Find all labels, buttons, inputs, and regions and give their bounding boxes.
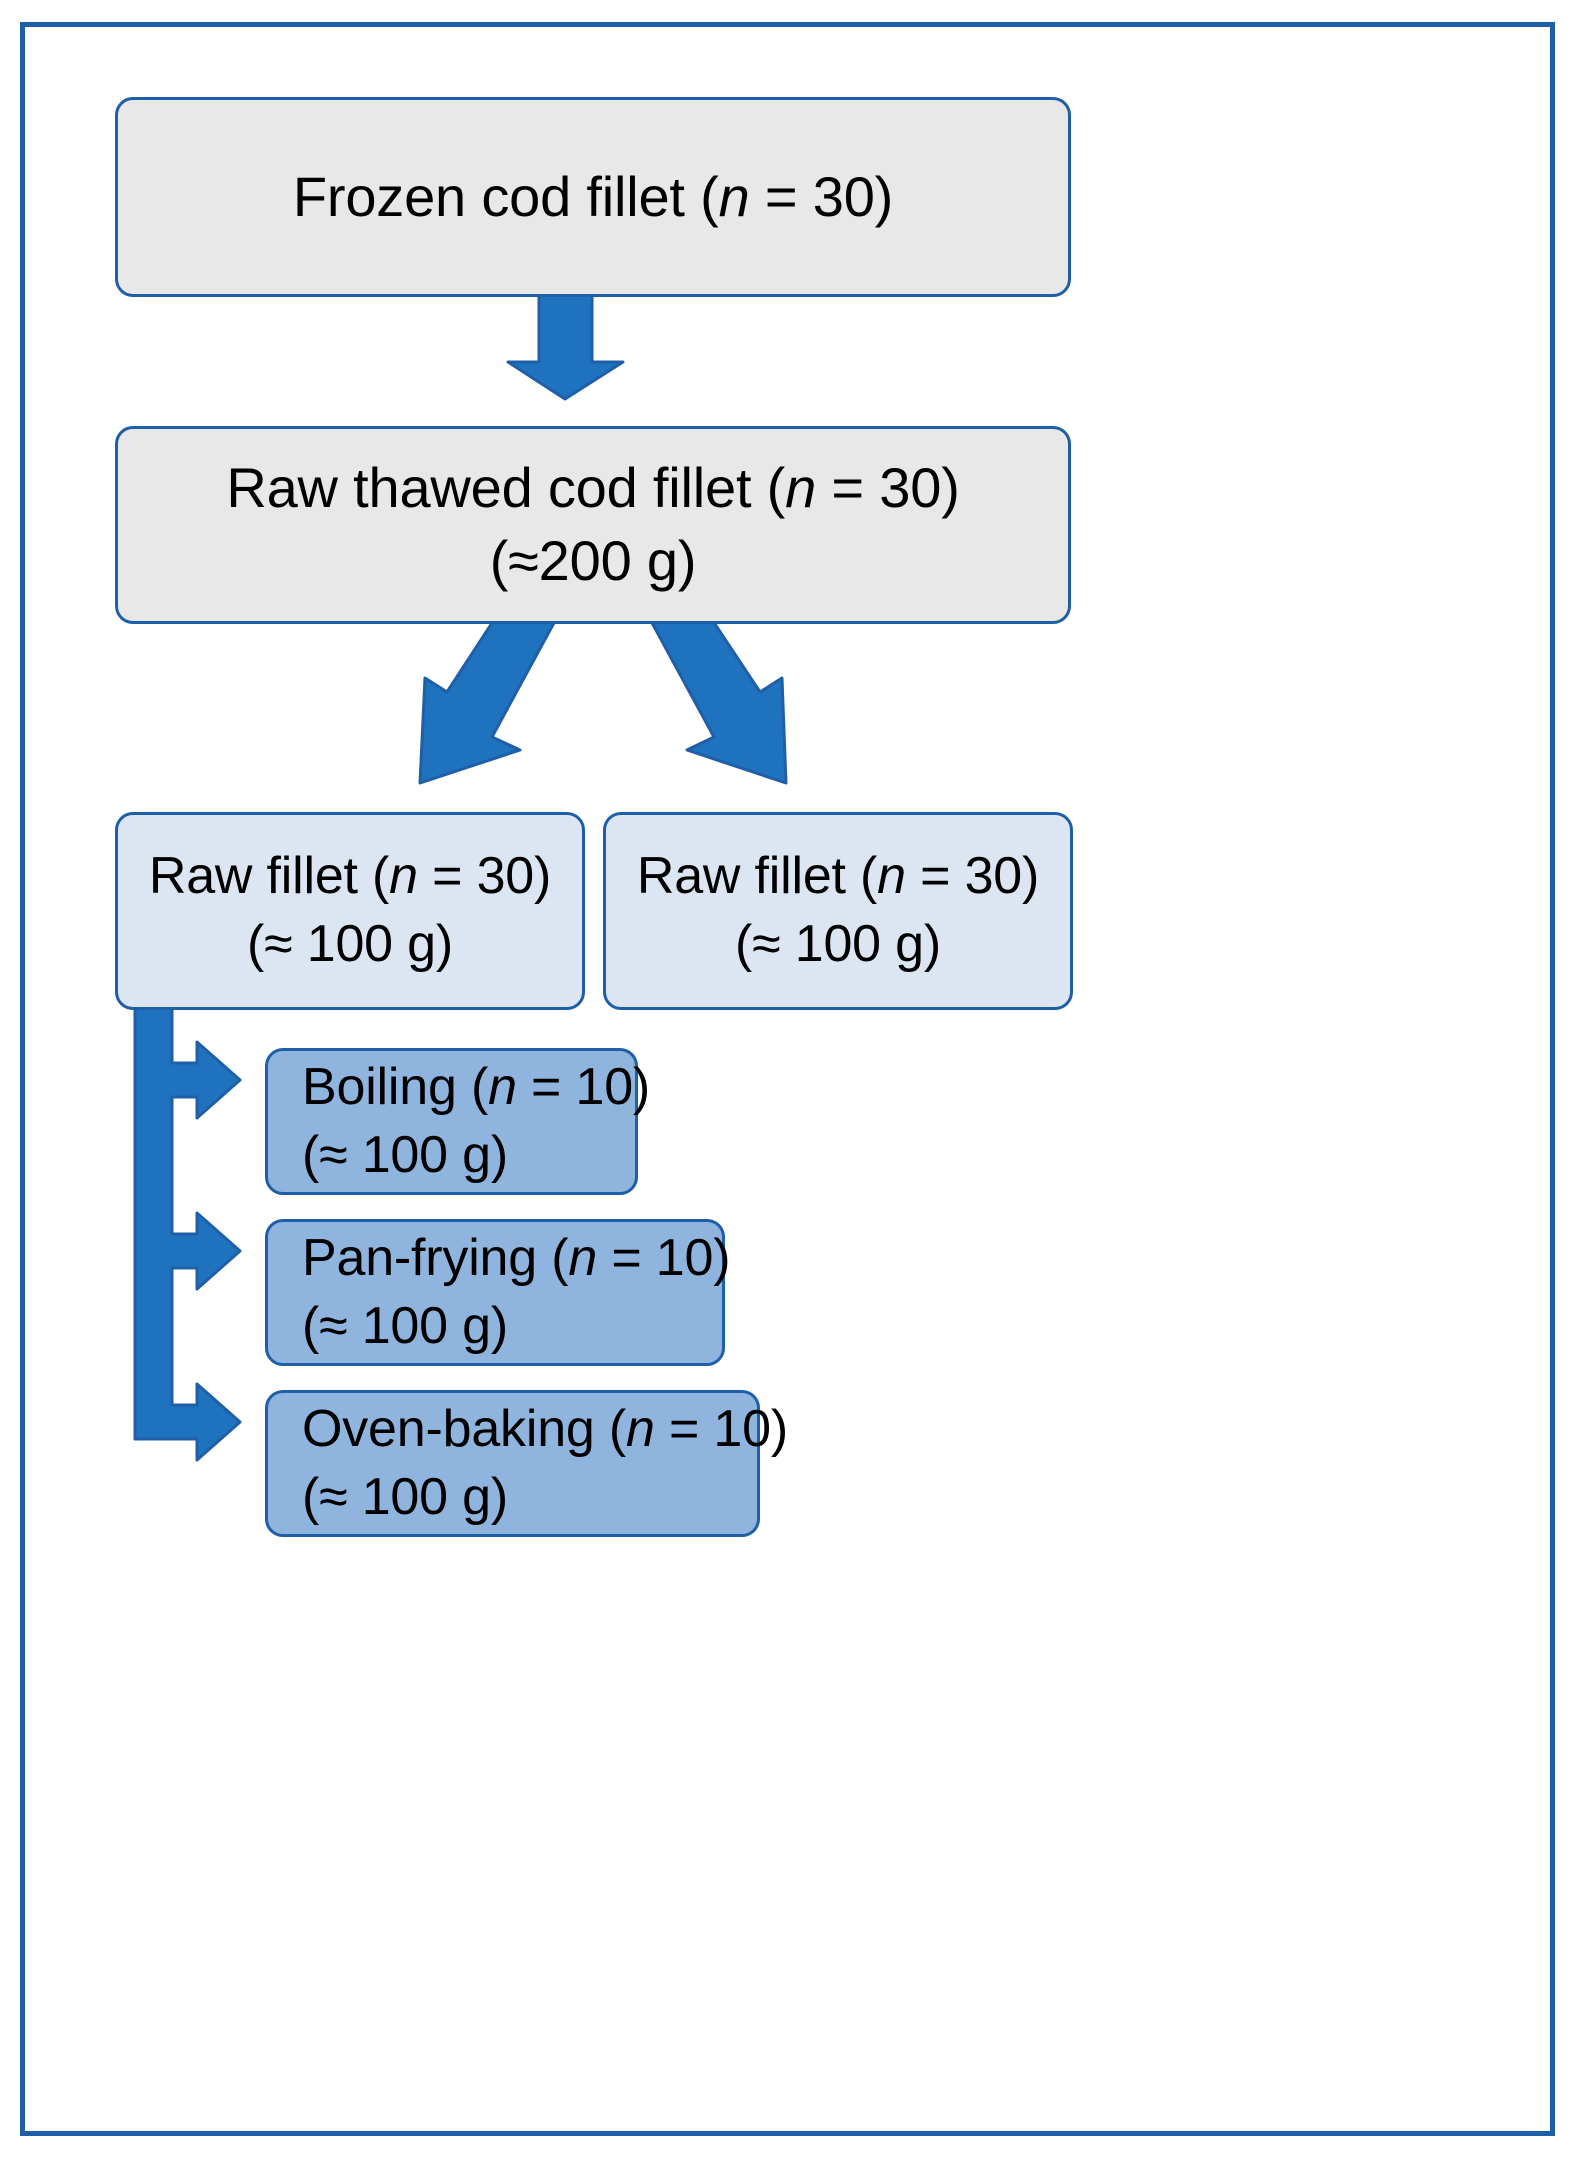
node-raw-right-line2: (≈ 100 g) xyxy=(735,915,941,973)
node-pan-frying: Pan-frying (n = 10) (≈ 100 g) xyxy=(265,1219,731,1366)
node-raw-fillet-left: Raw fillet (n = 30) (≈ 100 g) xyxy=(115,812,585,1010)
node-frozen-cod-fillet: Frozen cod fillet (n = 30) xyxy=(115,97,1071,297)
node-oven-baking: Oven-baking (n = 10) (≈ 100 g) xyxy=(265,1390,788,1537)
node-thawed-line2: (≈200 g) xyxy=(489,529,697,592)
node-ovenbaking-line2: (≈ 100 g) xyxy=(302,1467,508,1526)
node-ovenbaking-line1: Oven-baking (n = 10) xyxy=(302,1399,788,1458)
node-raw-fillet-right: Raw fillet (n = 30) (≈ 100 g) xyxy=(603,812,1073,1010)
arrow-thawed-to-raw-right xyxy=(649,601,788,785)
node-panfrying-line1: Pan-frying (n = 10) xyxy=(302,1228,731,1287)
node-raw-left-line2: (≈ 100 g) xyxy=(247,915,453,973)
node-boiling: Boiling (n = 10) (≈ 100 g) xyxy=(265,1048,650,1195)
node-boiling-line1: Boiling (n = 10) xyxy=(302,1057,651,1116)
node-raw-right-line1: Raw fillet (n = 30) xyxy=(636,847,1040,906)
node-panfrying-line2: (≈ 100 g) xyxy=(302,1296,508,1355)
diagram-outer-frame: Frozen cod fillet (n = 30) Raw thawed co… xyxy=(20,22,1555,2136)
node-thawed-line1: Raw thawed cod fillet (n = 30) xyxy=(226,456,960,520)
arrow-raw-left-to-cooking-methods xyxy=(133,981,242,1462)
arrow-thawed-to-raw-left xyxy=(418,601,557,785)
node-boiling-line2: (≈ 100 g) xyxy=(302,1125,508,1184)
node-raw-thawed-cod-fillet: Raw thawed cod fillet (n = 30) (≈200 g) xyxy=(115,426,1071,624)
node-raw-left-line1: Raw fillet (n = 30) xyxy=(148,847,552,906)
node-frozen-line1: Frozen cod fillet (n = 30) xyxy=(292,164,894,228)
